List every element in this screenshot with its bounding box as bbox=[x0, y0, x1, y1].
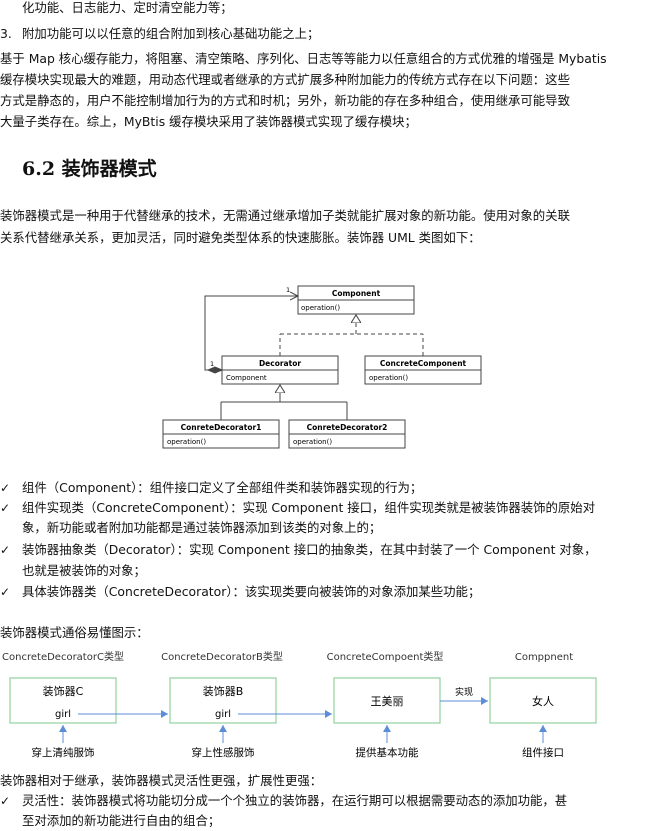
role-label: 提供基本功能 bbox=[356, 746, 419, 759]
list-number: 3. bbox=[0, 26, 12, 41]
uml-aggregation-connector: 1 1 bbox=[204, 286, 298, 374]
uml-decorator-class: Decorator Component bbox=[221, 355, 339, 385]
text-line: 化功能、日志能力、定时清空能力等； bbox=[22, 0, 233, 15]
decorator-c-box: 装饰器C girl bbox=[9, 677, 117, 724]
component-interface-box: 女人 bbox=[489, 677, 597, 724]
box-title: 王美丽 bbox=[371, 695, 404, 708]
decorator-example-diagram: ConcreteDecoratorC类型 ConcreteDecoratorB类… bbox=[2, 650, 597, 759]
intro-line: 装饰器模式是一种用于代替继承的技术，无需通过继承增加子类就能扩展对象的新功能。使… bbox=[0, 208, 570, 223]
uml-class-title: ConreteDecorator2 bbox=[307, 423, 388, 432]
uml-class-title: Decorator bbox=[259, 359, 301, 368]
uml-operation: operation() bbox=[301, 304, 340, 312]
text-line: 附加功能可以以任意的组合附加到核心基础功能之上； bbox=[22, 26, 320, 41]
bullet-line: 组件（Component）：组件接口定义了全部组件类和装饰器实现的行为； bbox=[22, 480, 423, 495]
uml-multiplicity: 1 bbox=[210, 360, 214, 368]
box-field: girl bbox=[55, 709, 71, 720]
check-mark-icon: ✓ bbox=[0, 501, 11, 515]
section-heading: 6.2 装饰器模式 bbox=[22, 158, 157, 180]
paragraph-line: 基于 Map 核心缓存能力，将阻塞、清空策略、序列化、日志等等能力以任意组合的方… bbox=[0, 51, 607, 66]
bullet-line: 也就是被装饰的对象； bbox=[22, 563, 146, 578]
uml-class-title: ConcreteComponent bbox=[380, 359, 467, 368]
uml-class-diagram: Component operation() Decorator Componen… bbox=[162, 285, 482, 449]
uml-component-class: Component operation() bbox=[297, 285, 415, 315]
uml-concrete-component-class: ConcreteComponent operation() bbox=[364, 355, 482, 385]
intro-line: 关系代替继承关系，更加灵活，同时避免类型体系的快速膨胀。装饰器 UML 类图如下… bbox=[0, 230, 481, 245]
box-title: 装饰器C bbox=[43, 684, 84, 698]
compare-title: 装饰器相对于继承，装饰器模式灵活性更强，扩展性更强： bbox=[0, 773, 323, 788]
paragraph-line: 大量子类存在。综上，MyBtis 缓存模块采用了装饰器模式实现了缓存模块； bbox=[0, 114, 417, 129]
paragraph-line: 方式是静态的，用户不能控制增加行为的方式和时机；另外，新功能的存在多种组合，使用… bbox=[0, 93, 570, 108]
bullet-line: 具体装饰器类（ConcreteDecorator）：该实现类要向被装饰的对象添加… bbox=[22, 584, 481, 599]
bullet-line: 装饰器抽象类（Decorator）：实现 Component 接口的抽象类，在其… bbox=[22, 542, 597, 557]
type-label: ConcreteDecoratorC类型 bbox=[2, 650, 124, 663]
decorator-b-box: 装饰器B girl bbox=[169, 677, 277, 724]
uml-realization-connector bbox=[279, 315, 424, 356]
box-title: 女人 bbox=[532, 694, 554, 708]
check-mark-icon: ✓ bbox=[0, 794, 11, 808]
uml-class-title: Component bbox=[332, 289, 381, 298]
box-title: 装饰器B bbox=[203, 684, 244, 698]
box-field: girl bbox=[215, 709, 231, 720]
type-label: ConcreteCompoent类型 bbox=[327, 650, 444, 663]
role-label: 穿上性感服饰 bbox=[192, 746, 255, 759]
implements-label: 实现 bbox=[455, 686, 473, 698]
role-label: 穿上清纯服饰 bbox=[32, 746, 95, 759]
bullet-line: 组件实现类（ConcreteComponent）：实现 Component 接口… bbox=[22, 500, 596, 515]
concrete-component-box: 王美丽 bbox=[333, 677, 441, 724]
check-mark-icon: ✓ bbox=[0, 543, 11, 557]
type-label: Comppnent bbox=[515, 652, 573, 663]
bullet-line: 灵活性：装饰器模式将功能切分成一个个独立的装饰器，在运行期可以根据需要动态的添加… bbox=[22, 793, 568, 808]
example-title: 装饰器模式通俗易懂图示： bbox=[0, 625, 149, 640]
uml-operation: operation() bbox=[167, 438, 206, 446]
uml-class-title: ConreteDecorator1 bbox=[181, 423, 262, 432]
uml-operation: operation() bbox=[369, 374, 408, 382]
bullet-line: 象，新功能或者附加功能都是通过装饰器添加到该类的对象上的； bbox=[22, 520, 382, 535]
check-mark-icon: ✓ bbox=[0, 481, 11, 495]
bullet-line: 至对添加的新功能进行自由的组合； bbox=[22, 813, 221, 828]
check-mark-icon: ✓ bbox=[0, 585, 11, 599]
uml-concrete-decorator2-class: ConreteDecorator2 operation() bbox=[288, 419, 406, 449]
uml-operation: operation() bbox=[293, 438, 332, 446]
uml-multiplicity: 1 bbox=[286, 286, 290, 294]
role-label: 组件接口 bbox=[522, 746, 564, 759]
type-label: ConcreteDecoratorB类型 bbox=[161, 650, 283, 663]
uml-concrete-decorator1-class: ConreteDecorator1 operation() bbox=[162, 419, 280, 449]
uml-generalization-connector bbox=[220, 385, 348, 420]
uml-attribute: Component bbox=[226, 374, 267, 382]
paragraph-line: 缓存模块实现最大的难题，用动态代理或者继承的方式扩展多种附加能力的传统方式存在以… bbox=[0, 72, 570, 87]
